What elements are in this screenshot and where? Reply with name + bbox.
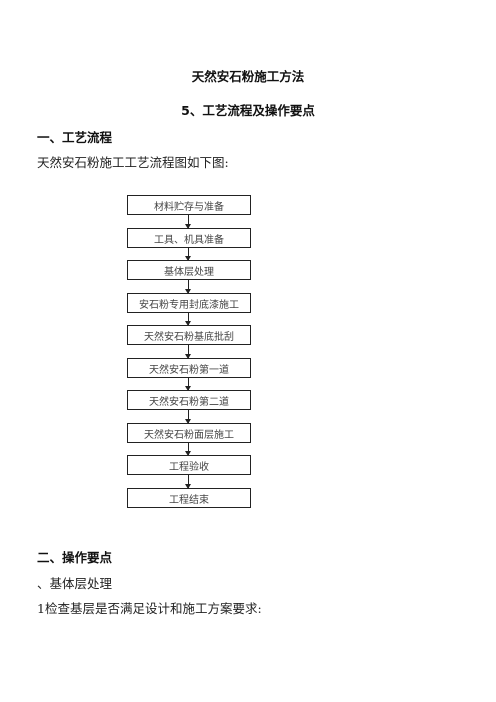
heading-process-flow: 一、工艺流程	[37, 130, 113, 145]
flow-node: 工程验收	[127, 455, 251, 475]
flow-arrow	[185, 248, 191, 261]
flow-node: 天然安石粉面层施工	[127, 423, 251, 443]
flow-node: 基体层处理	[127, 260, 251, 280]
flow-arrow	[185, 378, 191, 391]
item-check-substrate: 1检查基层是否满足设计和施工方案要求:	[37, 601, 262, 616]
flow-node: 材料贮存与准备	[127, 195, 251, 215]
flow-arrow	[185, 215, 191, 229]
flow-arrow	[185, 443, 191, 456]
flow-node: 工程结束	[127, 488, 251, 508]
section-title: 5、工艺流程及操作要点	[181, 103, 315, 118]
flow-node: 天然安石粉基底批刮	[127, 325, 251, 345]
intro-paragraph: 天然安石粉施工工艺流程图如下图:	[37, 155, 229, 170]
flow-node: 工具、机具准备	[127, 228, 251, 248]
flow-arrow	[185, 280, 191, 294]
flow-arrow	[185, 475, 191, 489]
flow-arrow	[185, 410, 191, 424]
flow-node: 天然安石粉第一道	[127, 358, 251, 378]
flow-node: 天然安石粉第二道	[127, 390, 251, 410]
flow-arrow	[185, 345, 191, 359]
flow-node: 安石粉专用封底漆施工	[127, 293, 251, 313]
item-substrate-treatment: 、基体层处理	[37, 576, 113, 591]
heading-key-points: 二、操作要点	[37, 550, 113, 565]
flow-arrow	[185, 313, 191, 326]
document-title: 天然安石粉施工方法	[191, 69, 305, 84]
